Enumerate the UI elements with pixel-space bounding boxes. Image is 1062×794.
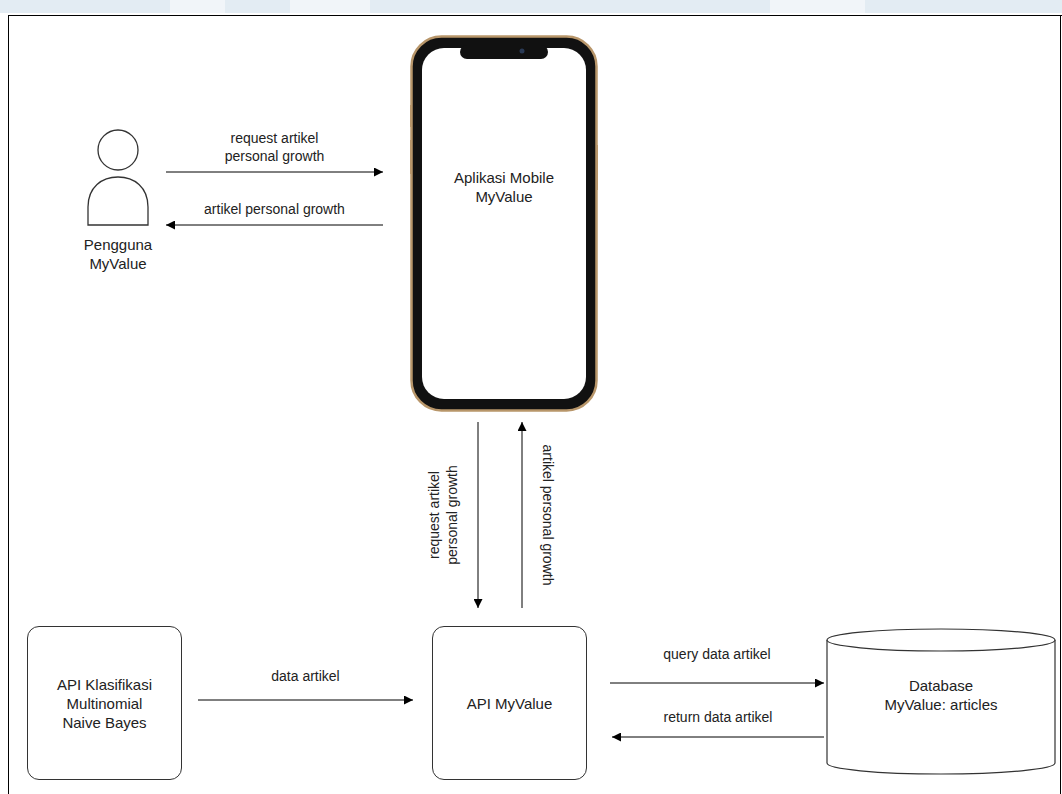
watermark-band <box>290 0 370 13</box>
text-holder: Pengguna MyValue <box>78 235 158 273</box>
node-label: API MyValue <box>450 694 570 713</box>
flow-arrow <box>478 422 479 608</box>
flow-arrow <box>198 700 413 701</box>
database-cylinder: Database MyValue: articles <box>826 628 1056 775</box>
phone-button <box>410 140 412 174</box>
edge-label: request artikel personal growth <box>217 129 333 165</box>
text-holder: Aplikasi Mobile MyValue <box>444 168 564 206</box>
flow-arrow <box>522 422 523 608</box>
edge-label: data artikel <box>269 667 341 685</box>
flow-arrow <box>612 737 824 738</box>
person-head <box>98 130 138 170</box>
text-holder: API MyValue <box>450 694 570 713</box>
flow-arrow <box>610 683 824 684</box>
watermark-band <box>170 0 225 13</box>
node-label: Pengguna MyValue <box>78 235 158 273</box>
phone-notch <box>460 45 548 59</box>
node-label: API Klasifikasi Multinomial Naive Bayes <box>51 675 159 732</box>
cylinder-top <box>827 629 1055 651</box>
watermark-band <box>0 0 1062 13</box>
person-body <box>88 177 148 225</box>
text-holder: API Klasifikasi Multinomial Naive Bayes <box>51 675 159 732</box>
edge-label: request artikel personal growth <box>425 457 461 573</box>
flow-arrow <box>166 225 383 226</box>
node-label: Database MyValue: articles <box>880 676 1002 714</box>
phone-body <box>412 37 597 411</box>
user-actor: Pengguna MyValue <box>73 127 163 279</box>
process-box: API MyValue <box>432 626 587 780</box>
node-label: Aplikasi Mobile MyValue <box>444 168 564 206</box>
phone-button <box>410 105 412 127</box>
process-box: API Klasifikasi Multinomial Naive Bayes <box>27 626 182 780</box>
edge-label: query data artikel <box>661 645 772 663</box>
phone-button <box>596 145 598 190</box>
cylinder-body <box>827 640 1055 774</box>
phone-screen <box>422 48 586 399</box>
edge-label: artikel personal growth <box>202 200 347 218</box>
phone-camera <box>520 49 525 54</box>
edge-label: artikel personal growth <box>539 443 557 588</box>
text-holder: Database MyValue: articles <box>880 676 1002 714</box>
mobile-app: Aplikasi Mobile MyValue <box>410 35 598 412</box>
edge-label: return data artikel <box>662 708 775 726</box>
frame-line <box>8 15 9 794</box>
frame-line <box>8 15 1062 16</box>
phone-outline <box>410 35 598 412</box>
watermark-band <box>770 0 865 13</box>
flow-arrow <box>166 172 383 173</box>
frame-line <box>1060 15 1061 794</box>
